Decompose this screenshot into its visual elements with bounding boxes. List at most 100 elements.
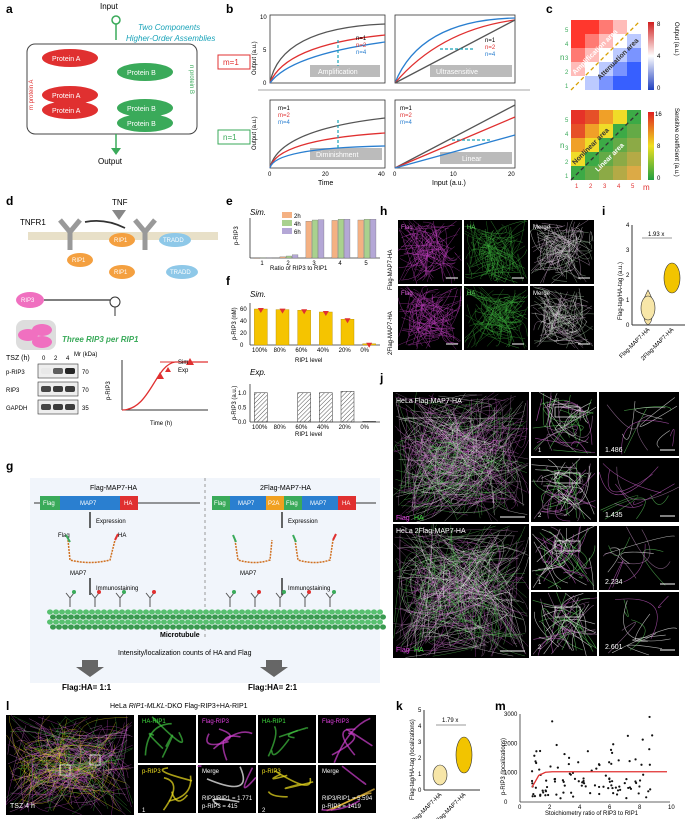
fiber bbox=[604, 535, 675, 555]
j-idx-4: 2 bbox=[538, 645, 542, 651]
fiber bbox=[408, 220, 453, 284]
input-label: Input bbox=[100, 2, 119, 11]
zoom-box bbox=[89, 754, 101, 766]
fiber bbox=[478, 229, 525, 248]
tubulin bbox=[230, 624, 236, 630]
fiber bbox=[555, 224, 566, 243]
tubulin bbox=[275, 609, 281, 615]
fiber bbox=[333, 717, 371, 763]
tubulin bbox=[272, 624, 278, 630]
fiber bbox=[412, 556, 468, 627]
tubulin bbox=[83, 619, 89, 625]
fiber bbox=[468, 246, 471, 273]
tubulin bbox=[335, 619, 341, 625]
colorbar-sensitivity-label: Sensitive coefficient (a.u.) bbox=[673, 108, 679, 177]
scatter-point bbox=[569, 773, 572, 776]
fiber bbox=[9, 728, 34, 802]
fiber bbox=[541, 487, 572, 504]
scatter-point bbox=[619, 788, 622, 791]
fiber bbox=[538, 622, 552, 640]
fiber bbox=[393, 623, 440, 628]
fiber bbox=[20, 760, 120, 790]
fiber bbox=[422, 288, 452, 329]
tnf-label: TNF bbox=[112, 198, 128, 207]
tubulin bbox=[230, 614, 236, 620]
fiber bbox=[502, 429, 518, 482]
fiber bbox=[406, 462, 444, 485]
g-right-title: 2Flag-MAP7-HA bbox=[260, 485, 311, 492]
scatter-point bbox=[642, 773, 645, 776]
panel-g: g Flag-MAP7-HA 2Flag-MAP7-HA Flag MAP7 H… bbox=[6, 459, 386, 692]
fiber bbox=[548, 395, 595, 453]
tubulin bbox=[371, 619, 377, 625]
heatmap-cell bbox=[627, 110, 641, 124]
scatter-point bbox=[556, 766, 559, 769]
tubulin bbox=[353, 609, 359, 615]
fiber bbox=[34, 768, 114, 798]
tubulin bbox=[284, 624, 290, 630]
tubulin bbox=[305, 619, 311, 625]
fiber bbox=[414, 400, 490, 478]
scatter-point bbox=[627, 786, 630, 790]
fiber bbox=[429, 407, 500, 446]
bar-e bbox=[370, 219, 377, 259]
fiber bbox=[555, 337, 583, 345]
legend-m2: m=2 bbox=[278, 113, 291, 119]
tubulin bbox=[56, 624, 62, 630]
blot-band bbox=[65, 386, 75, 392]
fiber bbox=[489, 306, 529, 326]
tubulin bbox=[149, 619, 155, 625]
bar-f-exp bbox=[297, 392, 311, 423]
fiber bbox=[481, 424, 524, 516]
fiber bbox=[535, 533, 570, 572]
j-top-title: HeLa Flag-MAP7-HA bbox=[396, 398, 462, 405]
blot-band bbox=[65, 368, 75, 374]
fluorophore bbox=[72, 590, 76, 594]
fluorophore bbox=[232, 590, 236, 594]
fiber bbox=[396, 566, 516, 634]
panel-a: a Input Two Components Higher-Order Asse… bbox=[6, 2, 215, 166]
tubulin bbox=[74, 624, 80, 630]
fiber bbox=[399, 539, 475, 589]
protein-b-label-2: Protein B bbox=[127, 106, 156, 113]
f-exp-xtick: 60% bbox=[295, 425, 308, 431]
fiber bbox=[512, 400, 528, 448]
scatter-point bbox=[598, 792, 601, 796]
fiber bbox=[551, 528, 568, 584]
tubulin bbox=[329, 619, 335, 625]
tubulin bbox=[47, 609, 53, 615]
fiber bbox=[419, 401, 524, 486]
tradd-label-2: TRADD bbox=[170, 270, 191, 276]
h-col-label: Flag bbox=[401, 291, 413, 297]
fiber bbox=[534, 436, 589, 444]
fiber bbox=[534, 226, 578, 271]
fiber bbox=[243, 767, 257, 789]
scatter-point bbox=[648, 748, 651, 751]
fiber bbox=[414, 253, 435, 261]
g-map7-1: MAP7 bbox=[80, 501, 97, 507]
f-exp-xtick: 80% bbox=[274, 425, 287, 431]
fiber bbox=[416, 319, 461, 342]
fiber bbox=[414, 556, 460, 602]
fiber bbox=[401, 526, 451, 648]
tubulin bbox=[311, 619, 317, 625]
fiber bbox=[555, 550, 587, 586]
bar-e bbox=[357, 219, 364, 259]
fiber bbox=[552, 593, 567, 629]
b-plot-ultrasensitive: Ultrasensitive n=1 n=2 n=4 bbox=[394, 14, 516, 84]
fiber bbox=[47, 740, 98, 798]
fiber bbox=[576, 598, 594, 652]
colorbar-sensitivity bbox=[648, 112, 654, 180]
c-xtick: 2 bbox=[589, 184, 593, 190]
h-col-label: HA bbox=[467, 291, 475, 297]
fiber bbox=[473, 410, 481, 458]
tubulin bbox=[155, 609, 161, 615]
panel-l: l HeLa RIP1-MLKL-DKO Flag-RIP3+HA-RIP1 T… bbox=[5, 699, 376, 816]
scatter-point bbox=[634, 758, 637, 761]
fiber bbox=[561, 307, 584, 335]
fiber bbox=[540, 545, 579, 571]
fiber bbox=[547, 238, 563, 249]
f-sim-ytick: 40 bbox=[240, 319, 247, 325]
h-col-label: HA bbox=[467, 225, 475, 231]
